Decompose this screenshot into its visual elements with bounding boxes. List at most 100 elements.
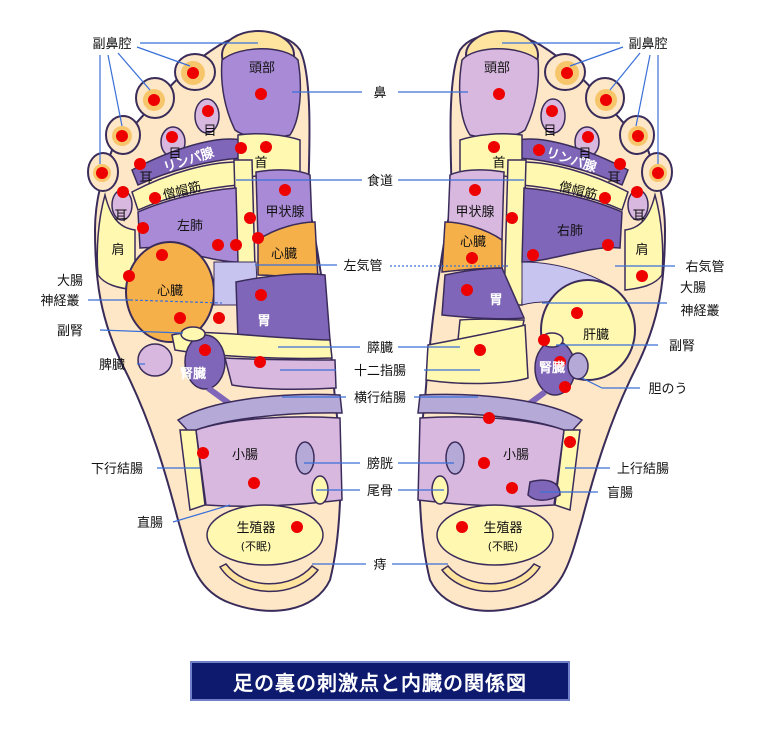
right-gallbladder-zone — [567, 352, 589, 380]
point — [174, 312, 186, 324]
point — [134, 158, 146, 170]
rf-neck: 首 — [492, 156, 505, 171]
point — [561, 67, 573, 79]
label-right-plexus: 神経叢 — [680, 304, 719, 319]
point — [631, 186, 643, 198]
label-hemorrhoid: 痔 — [373, 557, 386, 573]
point — [533, 144, 545, 156]
point — [187, 67, 199, 79]
point — [527, 249, 539, 261]
lf-eye-1: 目 — [203, 124, 216, 139]
point — [582, 131, 594, 143]
lf-heart-big: 心臓 — [157, 284, 183, 299]
lf-stomach: 胃 — [257, 314, 270, 329]
right-stomach-zone — [441, 267, 526, 320]
rf-eye-1: 目 — [543, 124, 556, 139]
left-stomach-zone — [235, 273, 331, 343]
point — [483, 412, 495, 424]
point — [559, 381, 571, 393]
point — [493, 88, 505, 100]
point — [602, 239, 614, 251]
right-foot — [417, 30, 673, 612]
left-duodenum-zone — [224, 357, 337, 390]
point — [117, 186, 129, 198]
point — [474, 344, 486, 356]
point — [197, 447, 209, 459]
label-left-plexus: 神経叢 — [40, 294, 79, 309]
left-foot — [87, 30, 343, 612]
left-small-intestine — [195, 416, 343, 507]
point — [291, 521, 303, 533]
point — [149, 192, 161, 204]
label-right-sinus: 副鼻腔 — [628, 36, 667, 52]
right-small-intestine — [417, 416, 565, 507]
label-left-colon: 大腸 — [57, 274, 83, 289]
point — [538, 334, 550, 346]
label-nose: 鼻 — [373, 85, 386, 101]
label-right-adrenal: 副腎 — [669, 339, 695, 354]
rf-head: 頭部 — [484, 61, 510, 76]
leader-lines — [88, 42, 675, 565]
point — [248, 477, 260, 489]
left-hemorrhoid-arc — [218, 563, 320, 593]
lf-insomnia: (不眠) — [241, 540, 272, 553]
rf-liver: 肝臓 — [583, 328, 609, 343]
rf-insomnia: (不眠) — [488, 540, 519, 553]
point — [202, 105, 214, 117]
point — [156, 249, 168, 261]
left-spleen-zone — [137, 343, 173, 377]
label-left-rectum: 直腸 — [137, 516, 163, 531]
label-left-bronchus: 左気管 — [343, 258, 382, 274]
point — [255, 88, 267, 100]
point — [632, 130, 644, 142]
point — [546, 105, 558, 117]
lf-head: 頭部 — [249, 61, 275, 76]
page-title: 足の裏の刺激点と内臓の関係図 — [233, 670, 527, 695]
label-coccyx: 尾骨 — [367, 484, 393, 499]
point — [279, 184, 291, 196]
right-genital-zone — [436, 504, 554, 566]
left-adrenal-zone — [180, 326, 206, 342]
lf-small-intestine: 小腸 — [232, 448, 258, 463]
label-left-spleen: 脾臓 — [99, 358, 125, 373]
label-left-descending-colon: 下行結腸 — [91, 462, 143, 477]
point — [599, 192, 611, 204]
point — [148, 94, 160, 106]
rf-eye-2: 目 — [578, 147, 591, 162]
point — [506, 482, 518, 494]
point — [652, 167, 664, 179]
point — [255, 289, 267, 301]
right-hemorrhoid-arc — [440, 563, 542, 593]
left-genital-zone — [206, 504, 324, 566]
lf-ear-1: 耳 — [139, 171, 152, 186]
lf-kidney: 腎臓 — [180, 366, 206, 382]
point — [554, 356, 566, 368]
lf-thyroid: 甲状腺 — [265, 205, 304, 220]
point — [600, 94, 612, 106]
title-banner: 足の裏の刺激点と内臓の関係図 — [190, 661, 570, 701]
point — [466, 252, 478, 264]
label-right-gallbladder: 胆のう — [648, 382, 687, 397]
left-shoulder-zone — [96, 192, 136, 291]
label-bladder: 膀胱 — [367, 456, 393, 472]
label-right-cecum: 盲腸 — [607, 485, 633, 501]
point — [469, 184, 481, 196]
point — [571, 307, 583, 319]
point — [213, 312, 225, 324]
point — [199, 344, 211, 356]
rf-heart: 心臓 — [460, 235, 486, 250]
rf-right-lung: 右肺 — [557, 224, 583, 239]
point — [166, 131, 178, 143]
point — [96, 167, 108, 179]
point — [456, 521, 468, 533]
point — [212, 239, 224, 251]
rf-small-intestine: 小腸 — [503, 448, 529, 463]
point — [506, 212, 518, 224]
label-esophagus: 食道 — [367, 173, 393, 189]
point — [244, 212, 256, 224]
point — [137, 222, 149, 234]
lf-eye-2: 目 — [168, 147, 181, 162]
point — [116, 130, 128, 142]
label-duodenum: 十二指腸 — [354, 364, 406, 379]
